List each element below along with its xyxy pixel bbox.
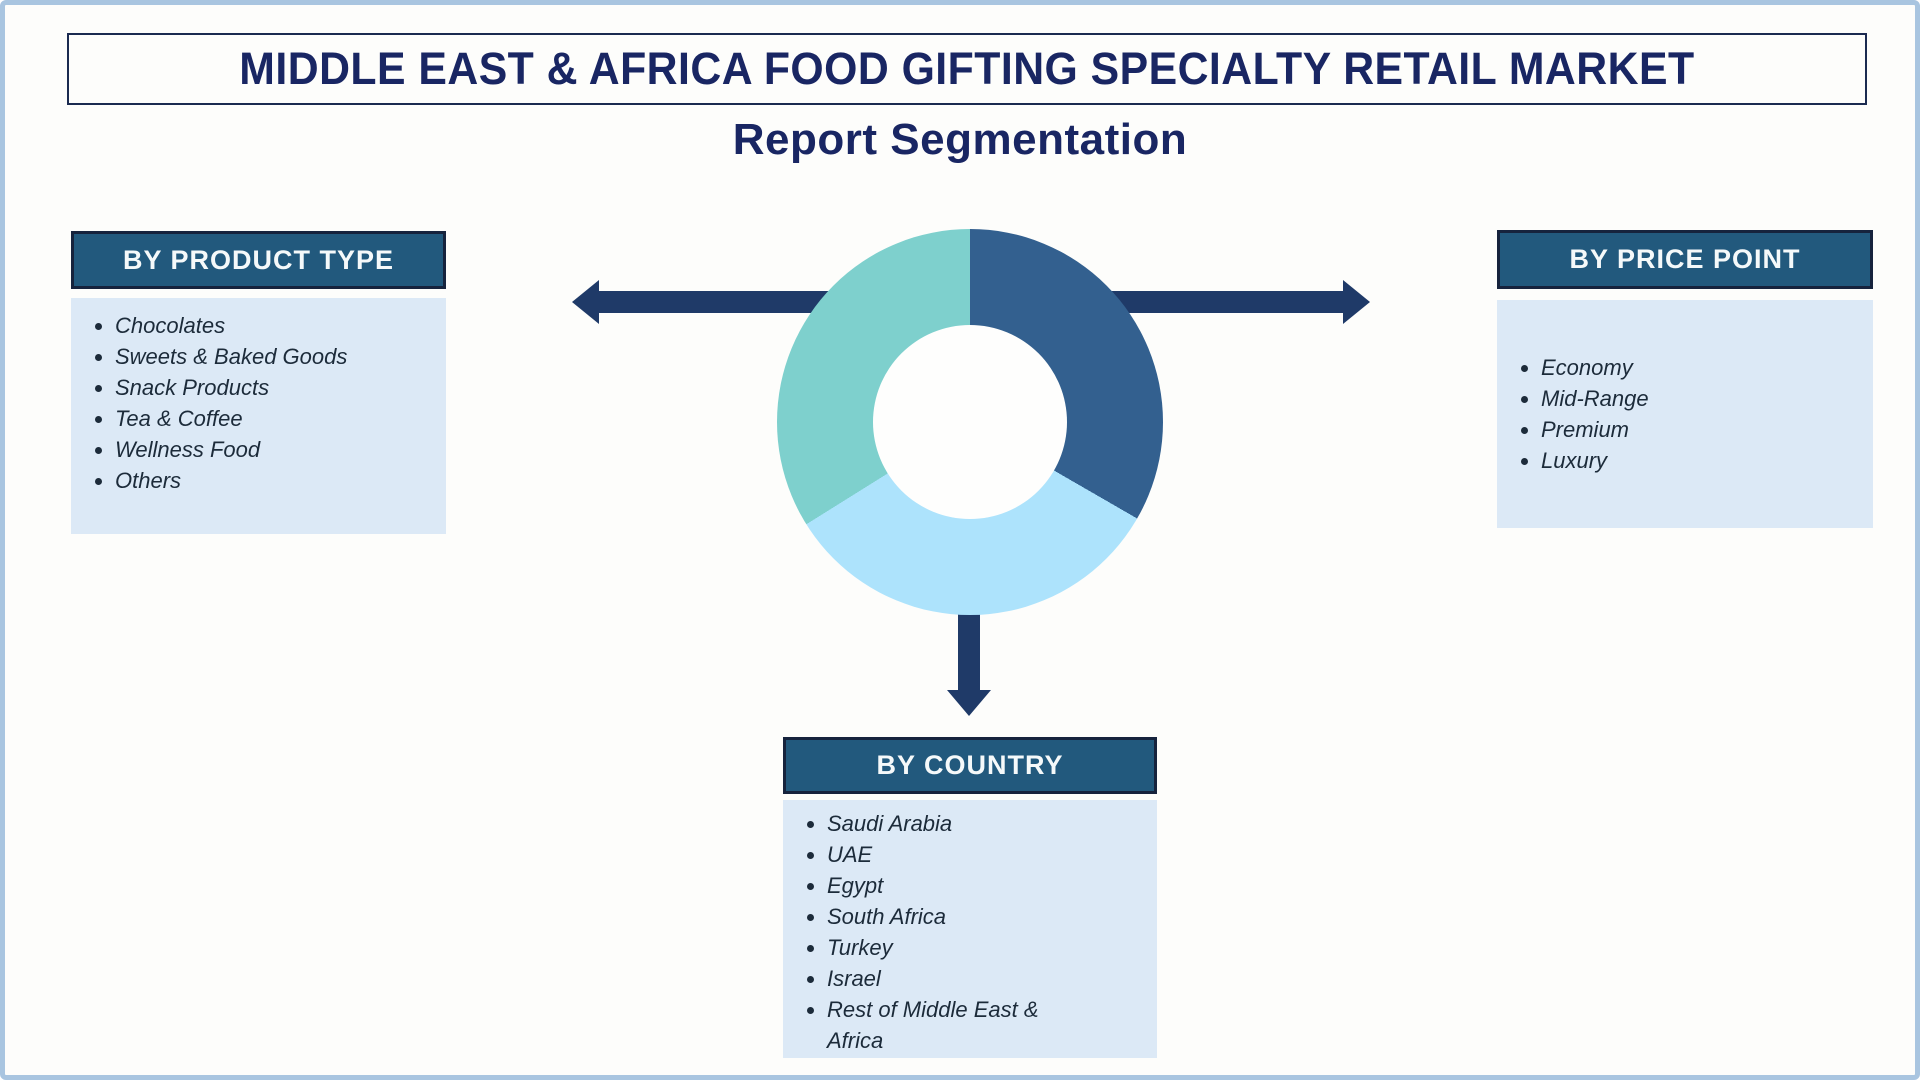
list-item: Egypt <box>827 870 1062 901</box>
panel-product-type: BY PRODUCT TYPE ChocolatesSweets & Baked… <box>71 231 446 534</box>
page-title: MIDDLE EAST & AFRICA FOOD GIFTING SPECIA… <box>239 43 1695 94</box>
arrow-head <box>1343 280 1370 324</box>
down-arrow-icon <box>947 603 991 716</box>
panel-body-country: Saudi ArabiaUAEEgyptSouth AfricaTurkeyIs… <box>783 800 1157 1058</box>
list-item: Economy <box>1541 352 1865 383</box>
panel-body-product-type: ChocolatesSweets & Baked GoodsSnack Prod… <box>71 298 446 534</box>
list-item: Tea & Coffee <box>115 403 438 434</box>
panel-header-price-point: BY PRICE POINT <box>1497 230 1873 289</box>
list-item: Rest of Middle East & Africa <box>827 994 1062 1056</box>
donut-chart <box>777 229 1163 615</box>
list-item: Saudi Arabia <box>827 808 1062 839</box>
list-item: Luxury <box>1541 445 1865 476</box>
list-item: South Africa <box>827 901 1062 932</box>
arrow-head <box>947 690 991 716</box>
title-box: MIDDLE EAST & AFRICA FOOD GIFTING SPECIA… <box>67 33 1867 105</box>
country-list: Saudi ArabiaUAEEgyptSouth AfricaTurkeyIs… <box>783 808 1149 1056</box>
arrow-shaft <box>1060 291 1346 313</box>
list-item: Chocolates <box>115 310 438 341</box>
list-item: Turkey <box>827 932 1062 963</box>
donut-hole <box>873 325 1067 519</box>
list-item: Others <box>115 465 438 496</box>
right-arrow-icon <box>1060 280 1370 324</box>
page-subtitle: Report Segmentation <box>732 115 1188 164</box>
arrow-shaft <box>958 603 980 692</box>
list-item: Israel <box>827 963 1062 994</box>
panel-country: BY COUNTRY Saudi ArabiaUAEEgyptSouth Afr… <box>783 737 1157 1058</box>
panel-header-product-type: BY PRODUCT TYPE <box>71 231 446 289</box>
price-point-list: EconomyMid-RangePremiumLuxury <box>1497 352 1865 476</box>
list-item: Sweets & Baked Goods <box>115 341 438 372</box>
list-item: Mid-Range <box>1541 383 1865 414</box>
left-arrow-icon <box>572 280 882 324</box>
product-type-list: ChocolatesSweets & Baked GoodsSnack Prod… <box>71 310 438 496</box>
arrow-shaft <box>596 291 882 313</box>
list-item: Premium <box>1541 414 1865 445</box>
list-item: Snack Products <box>115 372 438 403</box>
list-item: UAE <box>827 839 1062 870</box>
panel-body-price-point: EconomyMid-RangePremiumLuxury <box>1497 300 1873 528</box>
list-item: Wellness Food <box>115 434 438 465</box>
panel-header-country: BY COUNTRY <box>783 737 1157 794</box>
arrow-head <box>572 280 599 324</box>
panel-price-point: BY PRICE POINT EconomyMid-RangePremiumLu… <box>1497 230 1873 528</box>
